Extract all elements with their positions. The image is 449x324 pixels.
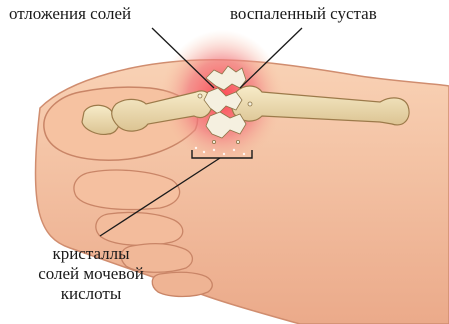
- label-salt-deposits: отложения солей: [9, 4, 131, 24]
- label-inflamed-joint: воспаленный сустав: [230, 4, 377, 24]
- label-crystals-line-3: кислоты: [6, 284, 176, 304]
- label-uric-acid-crystals: кристаллы солей мочевой кислоты: [6, 244, 176, 304]
- label-crystals-line-2: солей мочевой: [6, 264, 176, 284]
- label-crystals-line-1: кристаллы: [6, 244, 176, 264]
